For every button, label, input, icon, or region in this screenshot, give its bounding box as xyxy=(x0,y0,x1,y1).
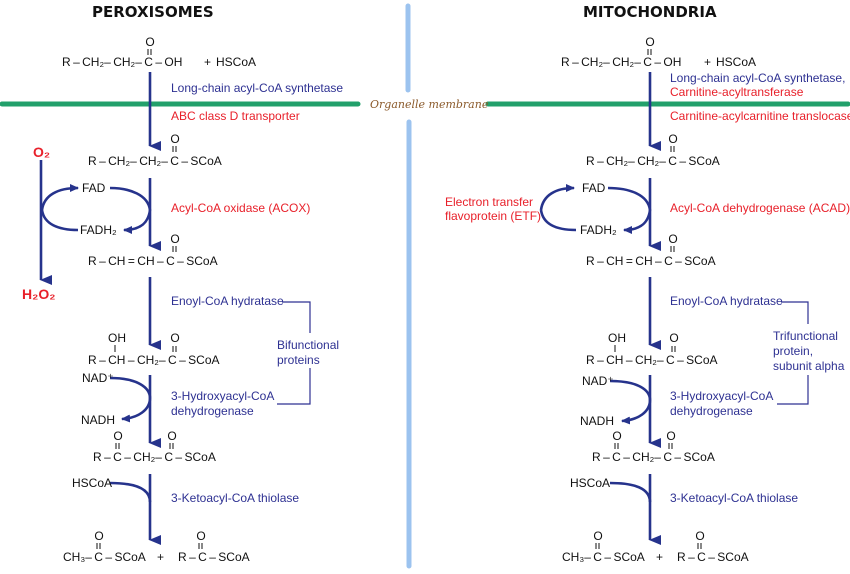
transporter-carnitine-translocase: Carnitine-acylcarnitine translocase xyxy=(670,109,850,123)
enzyme-acyl-coa-synthetase: Long-chain acyl-CoA synthetase xyxy=(171,81,343,95)
trifunctional-bracket-lower xyxy=(777,375,809,405)
enzyme-carnitine-acyltransferase: Carnitine-acyltransferase xyxy=(670,85,804,99)
bifunctional-label-l2: proteins xyxy=(277,353,320,367)
hscoa-thiolysis: HSCoA xyxy=(570,476,610,490)
acyl-coa: R – CH₂– CH₂– C – SCoA xyxy=(88,154,222,168)
nadh: NADH xyxy=(81,413,115,427)
carbonyl-o: O xyxy=(170,331,179,345)
hscoa-thiolysis: HSCoA xyxy=(72,476,112,490)
carbonyl-o: O xyxy=(94,529,103,543)
carbonyl-o: O xyxy=(668,132,677,146)
arrow-hscoa-in xyxy=(109,481,152,503)
carbonyl-o: O xyxy=(167,429,176,443)
hydroxyacyl-coa: R – CH – CH₂– C – SCoA xyxy=(586,353,718,367)
ketoacyl-coa: R – C – CH₂– C – SCoA xyxy=(93,450,216,464)
carbonyl-o: O xyxy=(612,429,621,443)
arrow-fad-cycle xyxy=(109,186,152,211)
carbonyl-o: O xyxy=(170,132,179,146)
hydroxyl: OH xyxy=(608,331,626,345)
carbonyl-o: O xyxy=(196,529,205,543)
transporter-abc-d: ABC class D transporter xyxy=(171,109,300,123)
hydrogen-peroxide: H₂O₂ xyxy=(22,286,55,302)
carbonyl-o: O xyxy=(666,429,675,443)
enoyl-coa: R – CH = CH – C – SCoA xyxy=(586,254,716,268)
carbonyl-o: O xyxy=(593,529,602,543)
etf-label-l2: flavoprotein (ETF) xyxy=(445,209,541,223)
arrow-fadh2-cycle xyxy=(40,209,79,232)
bifunctional-bracket-lower xyxy=(277,368,311,405)
arrow-hscoa-in xyxy=(609,481,652,503)
plus-sign: + xyxy=(157,550,164,564)
nad-plus: NAD⁺ xyxy=(82,371,114,385)
bifunctional-label-l1: Bifunctional xyxy=(277,338,339,352)
fad: FAD xyxy=(82,181,106,195)
enzyme-hydroxyacyl-dehydrogenase-l2: dehydrogenase xyxy=(670,404,753,418)
arrow-fad-cycle xyxy=(607,186,652,211)
fad: FAD xyxy=(582,181,606,195)
carbonyl-o: O xyxy=(669,331,678,345)
arrow-fad-cycle-top xyxy=(539,184,575,211)
arrow-nad-to-nadh xyxy=(109,376,152,423)
enzyme-enoyl-coa-hydratase: Enoyl-CoA hydratase xyxy=(670,294,783,308)
hydroxyacyl-coa: R – CH – CH₂– C – SCoA xyxy=(88,353,220,367)
enzyme-hydroxyacyl-dehydrogenase-l2: dehydrogenase xyxy=(171,404,254,418)
arrow-nad-to-nadh xyxy=(609,379,652,425)
peroxisomes-title: PEROXISOMES xyxy=(92,3,214,21)
enzyme-hydroxyacyl-dehydrogenase-l1: 3-Hydroxyacyl-CoA xyxy=(171,389,274,403)
carbonyl-o: O xyxy=(695,529,704,543)
enzyme-enoyl-coa-hydratase: Enoyl-CoA hydratase xyxy=(171,294,284,308)
mitochondria-panel: MITOCHONDRIA O R – CH₂– CH₂– C – OH + HS… xyxy=(445,3,850,564)
fatty-acid: R – CH₂– CH₂– C – OH xyxy=(561,55,681,69)
acetyl-coa: CH₃– C – SCoA xyxy=(63,550,146,564)
membrane-label: Organelle membrane xyxy=(370,98,489,111)
nad-plus: NAD⁺ xyxy=(582,374,614,388)
plus-sign: + xyxy=(704,55,711,69)
trifunctional-label-l1: Trifunctional xyxy=(773,329,838,343)
arrow-fadh2-cycle xyxy=(539,209,577,232)
hscoa: HSCoA xyxy=(216,55,256,69)
enzyme-acad: Acyl-CoA dehydrogenase (ACAD) xyxy=(670,201,850,215)
etf-label-l1: Electron transfer xyxy=(445,195,533,209)
carbonyl-o: O xyxy=(170,232,179,246)
carbonyl-o: O xyxy=(668,232,677,246)
arrow-fadh2-cycle-right xyxy=(123,209,152,234)
acyl-coa: R – CH₂– CH₂– C – SCoA xyxy=(586,154,720,168)
trifunctional-bracket xyxy=(781,301,809,324)
trifunctional-label-l2: protein, xyxy=(773,344,813,358)
acetyl-coa: CH₃– C – SCoA xyxy=(562,550,645,564)
enzyme-thiolase: 3-Ketoacyl-CoA thiolase xyxy=(670,491,798,505)
fatty-acid: R – CH₂– CH₂– C – OH xyxy=(62,55,182,69)
oxygen: O₂ xyxy=(33,144,50,160)
trifunctional-label-l3: subunit alpha xyxy=(773,359,845,373)
enoyl-coa: R – CH = CH – C – SCoA xyxy=(88,254,218,268)
plus-sign: + xyxy=(656,550,663,564)
carbonyl-o: O xyxy=(145,35,154,49)
peroxisomes-panel: PEROXISOMES O R – CH₂– CH₂– C – OH + HSC… xyxy=(22,3,343,564)
shortened-acyl-coa: R – C – SCoA xyxy=(677,550,749,564)
carbonyl-o: O xyxy=(113,429,122,443)
fadh2: FADH₂ xyxy=(580,223,617,237)
plus-sign: + xyxy=(204,55,211,69)
arrow-fadh2-cycle-right xyxy=(623,209,652,234)
hydroxyl: OH xyxy=(108,331,126,345)
enzyme-thiolase: 3-Ketoacyl-CoA thiolase xyxy=(171,491,299,505)
enzyme-hydroxyacyl-dehydrogenase-l1: 3-Hydroxyacyl-CoA xyxy=(670,389,773,403)
arrow-fad-cycle-top xyxy=(40,184,79,211)
mitochondria-title: MITOCHONDRIA xyxy=(583,3,717,21)
carbonyl-o: O xyxy=(645,35,654,49)
hscoa: HSCoA xyxy=(716,55,756,69)
nadh: NADH xyxy=(580,414,614,428)
enzyme-acyl-coa-synthetase: Long-chain acyl-CoA synthetase, xyxy=(670,71,845,85)
fadh2: FADH₂ xyxy=(80,223,117,237)
ketoacyl-coa: R – C – CH₂– C – SCoA xyxy=(592,450,715,464)
shortened-acyl-coa: R – C – SCoA xyxy=(178,550,250,564)
bifunctional-bracket xyxy=(282,301,311,333)
enzyme-acox: Acyl-CoA oxidase (ACOX) xyxy=(171,201,310,215)
